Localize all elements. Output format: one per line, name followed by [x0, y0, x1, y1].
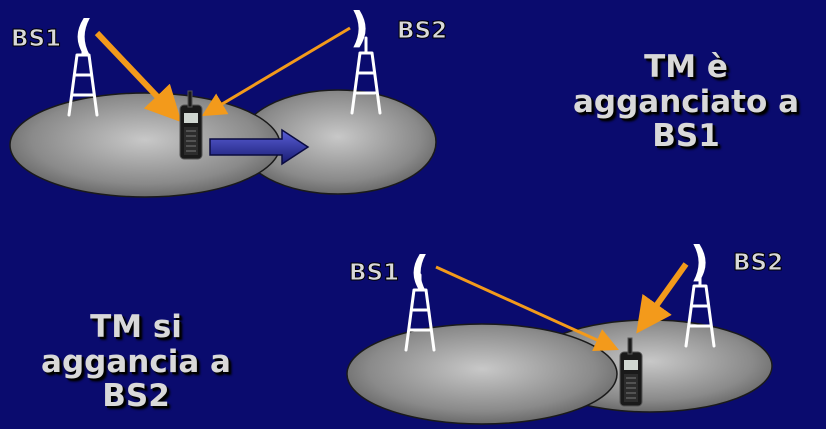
strong-link-arrow — [636, 262, 689, 334]
cell-bs1 — [346, 323, 618, 425]
caption-line: agganciato a — [572, 83, 800, 120]
bs2-label: BS2 — [733, 250, 783, 276]
radio-wave-icon: ) — [350, 3, 369, 52]
radio-wave-icon: ( — [410, 247, 429, 296]
caption-line: BS2 — [102, 378, 170, 415]
strong-link-arrow — [94, 30, 182, 123]
caption-line: aggancia a — [41, 343, 231, 380]
bs2-label: BS2 — [397, 18, 447, 44]
bs1-label: BS1 — [349, 260, 399, 286]
movement-arrow-icon — [209, 128, 310, 166]
caption-line: TM si — [90, 309, 182, 345]
caption-attached-bs1: TM è agganciato a BS1 — [555, 50, 817, 154]
weak-link-arrow — [201, 26, 351, 117]
weak-link-arrow — [435, 265, 619, 351]
scene-bottom: ( ) BS1 BS2 — [346, 237, 784, 425]
radio-wave-icon: ) — [690, 237, 709, 286]
caption-line: BS1 — [652, 118, 720, 155]
caption-line: TM è — [644, 49, 728, 85]
caption-attaches-bs2: TM si aggancia a BS2 — [20, 310, 252, 414]
bs1-label: BS1 — [11, 26, 61, 52]
scene-top: ( ) BS1 BS2 — [9, 3, 448, 198]
radio-wave-icon: ( — [74, 11, 93, 60]
